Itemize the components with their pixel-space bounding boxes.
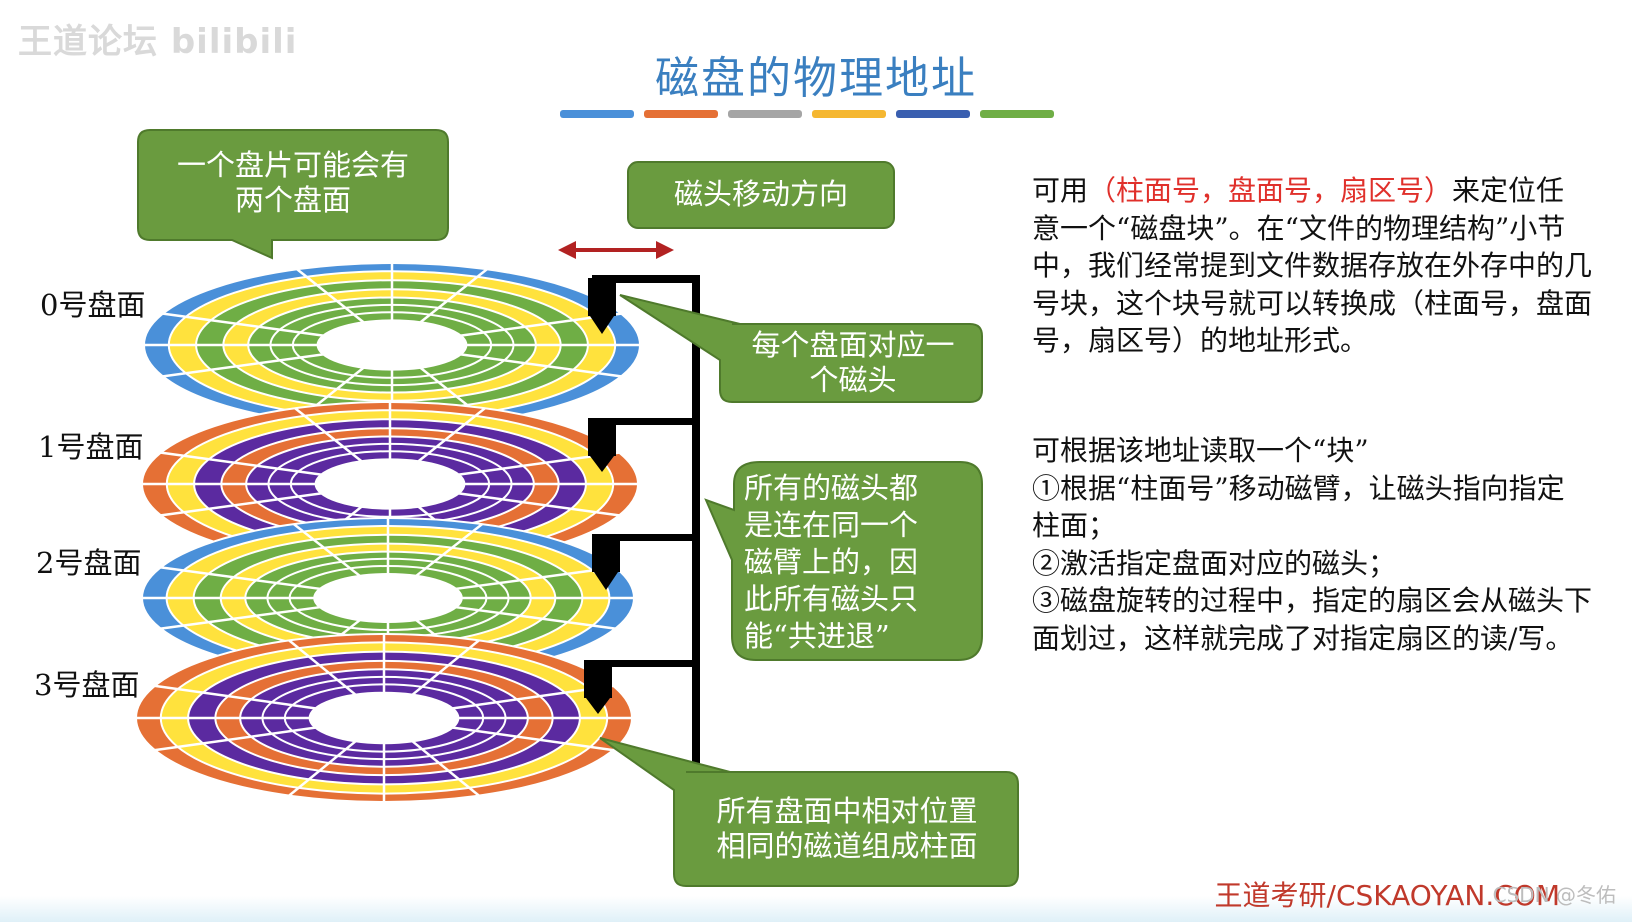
title-underline-segment (896, 110, 970, 118)
sector-divider (419, 268, 488, 324)
sector-divider (288, 639, 357, 696)
para1-after: 来定位任意一个“磁盘块”。在“文件的物理结构”小节中，我们经常提到文件数据存放在… (1032, 174, 1593, 357)
sector-divider (288, 740, 357, 797)
arm-branch-0 (592, 275, 700, 283)
double-arrow-icon (558, 241, 674, 259)
sector-divider (160, 451, 322, 476)
arm-branch-2 (600, 534, 700, 541)
read-step-3: ③磁盘旋转的过程中，指定的扇区会从磁头下面划过，这样就完成了对指定扇区的读/写。 (1032, 584, 1593, 655)
sector-divider (458, 492, 620, 517)
callout-head-direction-text: 磁头移动方向 (673, 177, 848, 211)
callout-one-head-text: 每个盘面对应一 个磁头 (751, 328, 955, 397)
read-head-3 (584, 660, 612, 714)
sector-divider (411, 740, 480, 797)
read-step-2: ②激活指定盘面对应的磁头； (1032, 546, 1397, 580)
callout-cylinder-text: 所有盘面中相对位置 相同的磁道组成柱面 (716, 794, 978, 863)
sector-divider (162, 312, 324, 337)
read-step-1: ①根据“柱面号”移动磁臂，让磁头指向指定柱面； (1032, 471, 1565, 543)
platter-2 (141, 517, 635, 679)
callout-two-sides (137, 129, 449, 260)
read-head-1 (588, 418, 616, 472)
sector-divider (456, 605, 616, 630)
spindle-hole (313, 573, 463, 623)
callout-one-head-per-surface (619, 294, 983, 403)
callout-heads-linked-text: 所有的磁头都 是连在同一个 磁臂上的，因 此所有磁头只 能“共进退” (744, 471, 919, 653)
arm-branch-3 (592, 660, 700, 667)
sector-divider (415, 523, 483, 577)
title-underline-segment (560, 110, 634, 118)
sector-divider (160, 566, 320, 591)
read-block-intro: 可根据该地址读取一个“块” (1032, 434, 1369, 467)
platter-3 (135, 633, 633, 803)
surface-label-0: 0号盘面 (40, 288, 146, 322)
spindle-hole (314, 458, 466, 510)
sector-divider (296, 268, 365, 324)
para1-before: 可用 (1032, 174, 1089, 207)
sector-divider (154, 726, 316, 752)
sector-divider (154, 684, 316, 710)
sector-divider (411, 639, 480, 696)
sector-divider (160, 605, 320, 630)
arm-branch-1 (592, 418, 700, 425)
csdn-watermark: CSDN @冬佑 (1492, 883, 1616, 907)
title-underline-segment (644, 110, 718, 118)
surface-label-2: 2号盘面 (36, 546, 142, 580)
title-underline-segment (980, 110, 1054, 118)
footer-wave (0, 896, 1632, 922)
actuator-arm (692, 276, 700, 764)
footer-brand: 王道考研/CSKAOYAN.COM (1214, 879, 1560, 912)
sector-divider (452, 726, 614, 752)
sector-divider (293, 523, 361, 577)
sector-divider (162, 353, 324, 378)
sector-divider (456, 566, 616, 591)
callout-head-direction (627, 161, 895, 229)
read-head-0 (588, 278, 616, 334)
callout-cylinder (599, 737, 1019, 887)
explanation-paragraph-2: 可根据该地址读取一个“块” ①根据“柱面号”移动磁臂，让磁头指向指定柱面； ②激… (1032, 432, 1592, 657)
platter-1 (141, 401, 639, 567)
surface-label-1: 1号盘面 (38, 430, 144, 464)
platter-stack (135, 262, 641, 803)
page-title: 磁盘的物理地址 (655, 53, 977, 104)
address-triple-highlight: （柱面号，盘面号，扇区号） (1088, 174, 1453, 207)
title-underline-segment (728, 110, 802, 118)
platter-0 (143, 262, 641, 428)
callout-two-sides-text: 一个盘片可能会有 两个盘面 (176, 148, 409, 217)
explanation-paragraph-1: 可用（柱面号，盘面号，扇区号）来定位任意一个“磁盘块”。在“文件的物理结构”小节… (1032, 172, 1592, 360)
read-head-2 (592, 534, 620, 590)
surface-label-3: 3号盘面 (34, 668, 140, 702)
spindle-hole (308, 691, 460, 745)
sector-divider (160, 492, 322, 517)
sector-divider (294, 407, 363, 463)
sector-divider (417, 407, 486, 463)
spindle-hole (316, 319, 468, 371)
title-underline-segment (812, 110, 886, 118)
callout-heads-linked (704, 461, 983, 661)
watermark-logo: 王道论坛 bilibili (18, 22, 298, 62)
sector-divider (460, 353, 622, 378)
